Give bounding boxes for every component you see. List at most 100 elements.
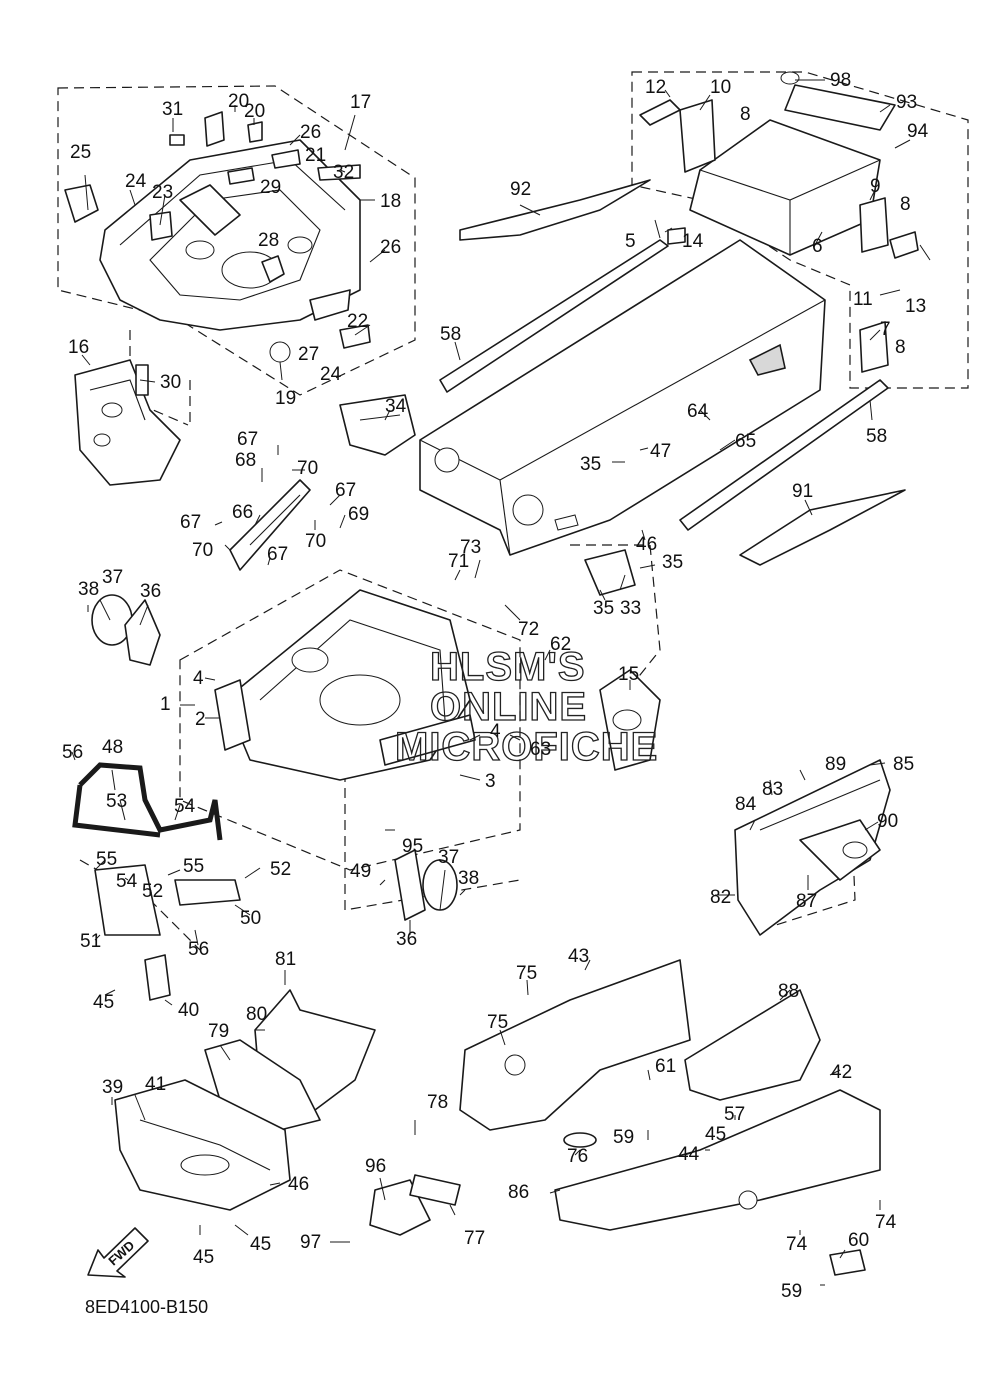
callout-78: 78 bbox=[427, 1092, 448, 1113]
side-panel-82 bbox=[734, 759, 891, 936]
diagram-code: 8ED4100-B150 bbox=[85, 1297, 208, 1317]
callout-27: 27 bbox=[298, 344, 319, 365]
callout-67-d: 67 bbox=[267, 544, 288, 565]
callout-16: 16 bbox=[68, 337, 89, 358]
callout-7: 7 bbox=[880, 319, 891, 340]
callout-96: 96 bbox=[365, 1156, 386, 1177]
callout-51: 51 bbox=[80, 931, 101, 952]
callout-45-c: 45 bbox=[250, 1234, 271, 1255]
callout-70-c: 70 bbox=[192, 540, 213, 561]
callout-58-a: 58 bbox=[440, 324, 461, 345]
callout-3: 3 bbox=[485, 771, 496, 792]
callout-89: 89 bbox=[825, 754, 846, 775]
callout-44: 44 bbox=[678, 1144, 700, 1165]
callout-36-a: 36 bbox=[140, 581, 161, 602]
callout-74-a: 74 bbox=[875, 1212, 897, 1233]
callout-8-c: 8 bbox=[895, 337, 906, 358]
callout-92: 92 bbox=[510, 179, 531, 200]
callout-72: 72 bbox=[518, 619, 539, 640]
callout-67-c: 67 bbox=[180, 512, 201, 533]
callout-22: 22 bbox=[347, 311, 368, 332]
callout-37-a: 37 bbox=[102, 567, 123, 588]
callout-55-a: 55 bbox=[96, 849, 117, 870]
callout-88: 88 bbox=[778, 981, 799, 1002]
callout-34: 34 bbox=[385, 396, 407, 417]
callout-98: 98 bbox=[830, 70, 851, 91]
callout-59-b: 59 bbox=[781, 1281, 802, 1302]
callout-24-b: 24 bbox=[320, 364, 342, 385]
callout-24: 24 bbox=[125, 171, 147, 192]
callout-35-c: 35 bbox=[593, 598, 614, 619]
callout-9: 9 bbox=[870, 176, 881, 197]
watermark-line-2: ONLINE bbox=[430, 685, 587, 729]
callout-35-a: 35 bbox=[580, 454, 601, 475]
callout-45-d: 45 bbox=[705, 1124, 726, 1145]
callout-93: 93 bbox=[896, 92, 917, 113]
rails bbox=[439, 239, 889, 531]
callout-38-b: 38 bbox=[458, 868, 479, 889]
callout-69: 69 bbox=[348, 504, 369, 525]
callout-45-b: 45 bbox=[193, 1247, 214, 1268]
callout-12: 12 bbox=[645, 77, 666, 98]
callout-67-b: 67 bbox=[335, 480, 356, 501]
callout-59-a: 59 bbox=[613, 1127, 634, 1148]
callout-83: 83 bbox=[762, 779, 783, 800]
callout-8-b: 8 bbox=[900, 194, 911, 215]
callout-81: 81 bbox=[275, 949, 296, 970]
fwd-arrow: FWD bbox=[87, 1227, 149, 1278]
watermark-line-1: HLSM'S bbox=[430, 645, 586, 689]
callout-68: 68 bbox=[235, 450, 256, 471]
callout-23: 23 bbox=[152, 182, 173, 203]
callout-20-b: 20 bbox=[244, 101, 265, 122]
callout-14: 14 bbox=[682, 231, 704, 252]
callout-62: 62 bbox=[550, 634, 571, 655]
callout-15: 15 bbox=[618, 664, 639, 685]
callout-58-b: 58 bbox=[866, 426, 887, 447]
callout-47: 47 bbox=[650, 441, 671, 462]
callout-70-a: 70 bbox=[297, 458, 318, 479]
callout-43: 43 bbox=[568, 946, 589, 967]
callout-91: 91 bbox=[792, 481, 813, 502]
callout-35-b: 35 bbox=[662, 552, 683, 573]
callout-54-a: 54 bbox=[174, 796, 196, 817]
leader-lines bbox=[71, 79, 931, 1286]
callout-36-b: 36 bbox=[396, 929, 417, 950]
callout-94: 94 bbox=[907, 121, 929, 142]
callout-38-a: 38 bbox=[78, 579, 99, 600]
callout-32: 32 bbox=[333, 162, 354, 183]
callout-66: 66 bbox=[232, 502, 253, 523]
callout-86: 86 bbox=[508, 1182, 529, 1203]
callout-56-a: 56 bbox=[62, 742, 83, 763]
callout-8-a: 8 bbox=[740, 104, 751, 125]
callout-30: 30 bbox=[160, 372, 181, 393]
callout-90: 90 bbox=[877, 811, 898, 832]
callout-61: 61 bbox=[655, 1056, 676, 1077]
bracket-66 bbox=[229, 479, 311, 571]
callout-37-b: 37 bbox=[438, 847, 459, 868]
boots bbox=[91, 594, 458, 921]
callout-87: 87 bbox=[796, 891, 817, 912]
callout-13: 13 bbox=[905, 296, 926, 317]
callout-17: 17 bbox=[350, 92, 371, 113]
callout-53: 53 bbox=[106, 791, 127, 812]
callout-52-a: 52 bbox=[142, 881, 163, 902]
callout-76: 76 bbox=[567, 1146, 588, 1167]
callout-26-b: 26 bbox=[380, 237, 401, 258]
callout-95: 95 bbox=[402, 836, 423, 857]
callout-55-b: 55 bbox=[183, 856, 204, 877]
callout-5: 5 bbox=[625, 231, 636, 252]
callout-11: 11 bbox=[853, 289, 873, 310]
callout-48: 48 bbox=[102, 737, 123, 758]
bracket-34 bbox=[339, 394, 416, 456]
callout-29: 29 bbox=[260, 177, 281, 198]
callout-97: 97 bbox=[300, 1232, 321, 1253]
callout-77: 77 bbox=[464, 1228, 485, 1249]
callout-4-a: 4 bbox=[193, 668, 204, 689]
callout-74-b: 74 bbox=[786, 1234, 808, 1255]
callout-67-a: 67 bbox=[237, 429, 258, 450]
callout-52-b: 52 bbox=[270, 859, 291, 880]
callout-42: 42 bbox=[831, 1062, 852, 1083]
watermark-line-3: MICROFICHE bbox=[395, 725, 658, 769]
callout-2: 2 bbox=[195, 709, 206, 730]
callout-84: 84 bbox=[735, 794, 757, 815]
